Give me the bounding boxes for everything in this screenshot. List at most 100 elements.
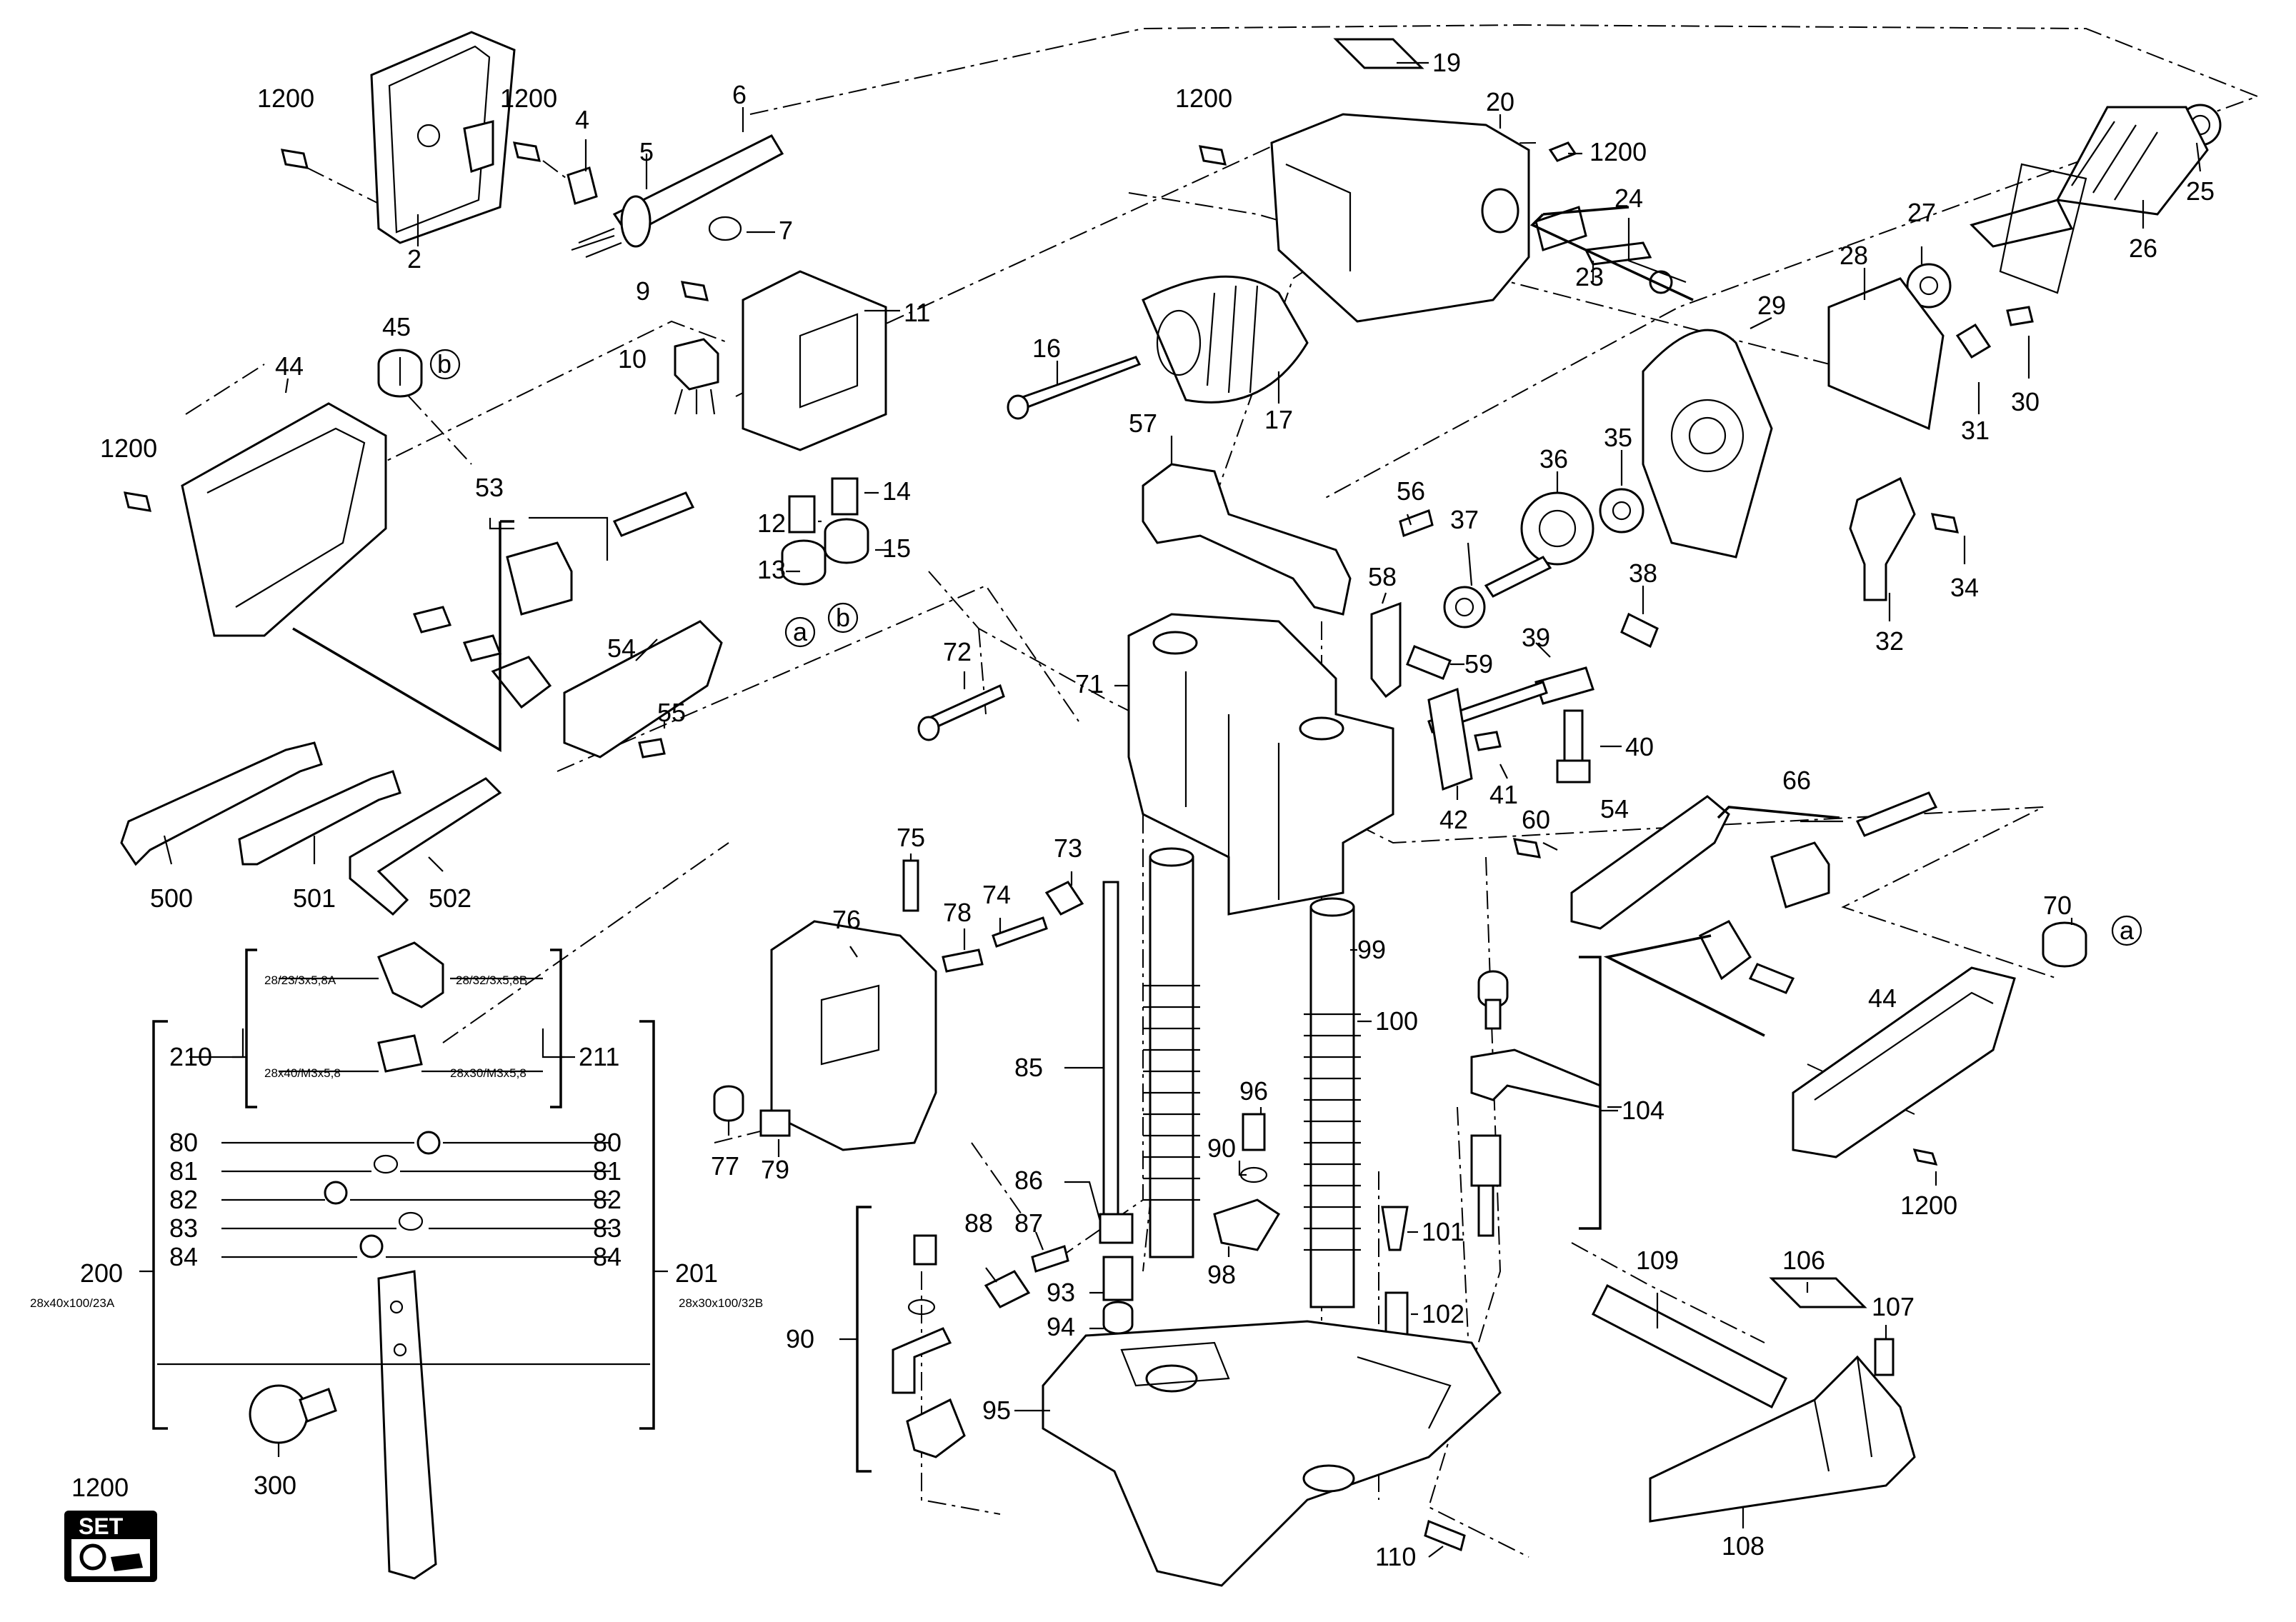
label-2: 2 [407,244,421,274]
label-10: 10 [618,344,647,374]
label-500: 500 [150,883,193,913]
label-84: 84 [593,1242,622,1271]
label-53: 53 [475,473,504,502]
label-30: 30 [2011,387,2040,416]
label-71: 71 [1075,669,1104,699]
label-87: 87 [1014,1208,1043,1238]
set-badge-text: SET [79,1513,124,1539]
label-95: 95 [982,1396,1011,1425]
label-27: 27 [1907,198,1936,227]
label-80: 80 [593,1128,622,1157]
label-104: 104 [1622,1096,1664,1125]
label-100: 100 [1375,1006,1418,1036]
label-108: 108 [1722,1531,1765,1561]
label-19: 19 [1432,48,1461,77]
label-83: 83 [593,1213,622,1243]
label-93: 93 [1047,1278,1075,1307]
label-54: 54 [607,634,636,663]
label-34: 34 [1950,573,1979,602]
label-82: 82 [593,1185,622,1214]
marker-b: b [836,603,850,632]
label-4: 4 [575,105,589,134]
label-32: 32 [1875,626,1904,656]
label-1200: 1200 [1900,1191,1957,1220]
label-42: 42 [1439,805,1468,834]
label-54: 54 [1600,794,1629,823]
label-79: 79 [761,1155,789,1184]
label-83: 83 [169,1213,198,1243]
label-37: 37 [1450,505,1479,534]
label-29: 29 [1757,291,1786,320]
label-6: 6 [732,80,747,109]
label-72: 72 [943,637,972,666]
label-94: 94 [1047,1312,1075,1341]
set-spec-200: 28x40x100/23A [30,1296,115,1310]
label-102: 102 [1422,1299,1464,1328]
label-1200: 1200 [257,84,314,113]
label-17: 17 [1264,405,1293,434]
label-81: 81 [593,1156,622,1186]
label-59: 59 [1464,649,1493,679]
label-12: 12 [757,509,786,538]
label-36: 36 [1539,444,1568,474]
spec-210-top: 28/23/3x5,8A [264,973,336,987]
label-1200: 1200 [71,1473,129,1502]
label-90: 90 [1207,1133,1236,1163]
label-45: 45 [382,312,411,341]
label-57: 57 [1129,409,1157,438]
label-73: 73 [1054,833,1082,863]
spec-210-bottom: 28x40/M3x5,8 [264,1066,341,1080]
label-35: 35 [1604,423,1632,452]
label-41: 41 [1489,780,1518,809]
label-40: 40 [1625,732,1654,761]
label-1200: 1200 [1175,84,1232,113]
set-icon: SET [64,1511,157,1582]
label-90: 90 [786,1324,814,1353]
label-502: 502 [429,883,471,913]
label-20: 20 [1486,87,1514,116]
label-5: 5 [639,137,654,166]
part-labels: 1200 1200 1200 1200 1200 1200 1200 2 4 5… [30,48,2215,1571]
spec-211-bottom: 28x30/M3x5,8 [450,1066,526,1080]
label-66: 66 [1782,766,1811,795]
label-1200: 1200 [1589,137,1647,166]
label-31: 31 [1961,416,1990,445]
label-110: 110 [1375,1542,1416,1571]
label-81: 81 [169,1156,198,1186]
label-44: 44 [1868,983,1897,1013]
label-84: 84 [169,1242,198,1271]
label-109: 109 [1636,1246,1679,1275]
label-70: 70 [2043,891,2072,920]
label-501: 501 [293,883,336,913]
label-99: 99 [1357,935,1386,964]
label-11: 11 [904,298,930,327]
label-7: 7 [779,216,793,245]
label-200: 200 [80,1258,123,1288]
label-24: 24 [1614,184,1643,213]
label-23: 23 [1575,262,1604,291]
marker-b: b [437,349,451,379]
label-55: 55 [657,698,686,727]
label-75: 75 [897,823,925,852]
marker-a: a [2120,916,2135,945]
set-spec-201: 28x30x100/32B [679,1296,763,1310]
label-16: 16 [1032,334,1061,363]
label-26: 26 [2129,234,2157,263]
label-101: 101 [1422,1217,1464,1246]
label-77: 77 [711,1151,739,1181]
label-76: 76 [832,905,861,934]
label-1200: 1200 [100,434,157,463]
label-9: 9 [636,276,650,306]
label-60: 60 [1522,805,1550,834]
label-25: 25 [2186,176,2215,206]
brackets [139,206,1840,1473]
label-14: 14 [882,476,911,506]
label-28: 28 [1840,241,1868,270]
leader-lines [157,61,2202,1558]
label-15: 15 [882,534,911,563]
label-96: 96 [1239,1076,1268,1106]
label-88: 88 [964,1208,993,1238]
label-107: 107 [1872,1292,1915,1321]
label-85: 85 [1014,1053,1043,1082]
label-201: 201 [675,1258,718,1288]
